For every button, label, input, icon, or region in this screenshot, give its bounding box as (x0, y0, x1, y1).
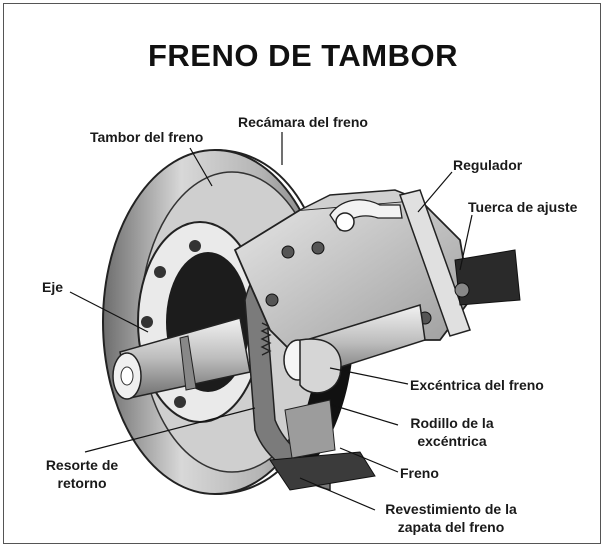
label-tuerca-de-ajuste: Tuerca de ajuste (468, 199, 578, 215)
label-freno: Freno (400, 465, 439, 481)
label-tambor-del-freno: Tambor del freno (90, 129, 204, 145)
axle (112, 317, 251, 400)
label-rodillo-line-1: Rodillo de la (410, 415, 494, 431)
label-revestimiento-line-2: zapata del freno (397, 519, 505, 535)
label-recamara-del-freno: Recámara del freno (238, 114, 368, 130)
label-resorte-line-1: Resorte de (45, 457, 119, 473)
label-resorte-line-2: retorno (57, 475, 107, 491)
adjusting-nut (454, 249, 521, 306)
label-resorte-de-retorno: Resorte de retorno (32, 456, 132, 492)
diagram-title: FRENO DE TAMBOR (147, 38, 459, 73)
label-rodillo-de-la-excentrica: Rodillo de la excéntrica (396, 414, 508, 450)
leader-lines (69, 132, 473, 511)
label-rodillo-line-2: excéntrica (417, 433, 487, 449)
label-revestimiento-zapata: Revestimiento de la zapata del freno (376, 500, 526, 536)
label-excentrica-del-freno: Excéntrica del freno (410, 377, 544, 393)
label-eje: Eje (42, 279, 64, 295)
label-regulador: Regulador (453, 157, 523, 173)
camshaft (283, 304, 426, 394)
label-revestimiento-line-1: Revestimiento de la (385, 501, 517, 517)
